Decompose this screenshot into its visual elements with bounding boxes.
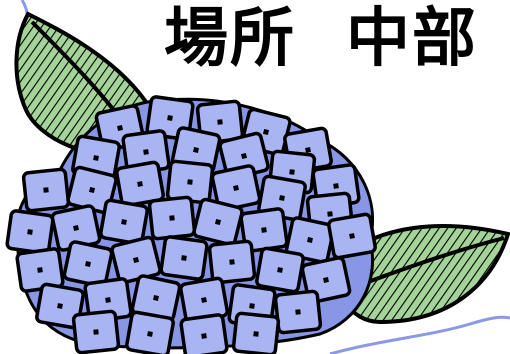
petal-icon xyxy=(35,282,85,330)
petal-group xyxy=(5,95,377,354)
petal-icon xyxy=(115,160,165,208)
petal-icon xyxy=(273,289,323,335)
headline-text: 場所中部 xyxy=(164,0,510,78)
petal-icon xyxy=(21,167,71,213)
petal-icon xyxy=(179,313,229,354)
petal-icon xyxy=(147,195,197,241)
petal-icon xyxy=(5,209,55,255)
petal-icon xyxy=(231,311,281,354)
squiggle-line-bottom xyxy=(329,315,510,354)
headline-value: 中部 xyxy=(346,2,478,76)
petal-icon xyxy=(71,309,121,354)
headline-label: 場所 xyxy=(164,2,296,76)
petal-icon xyxy=(327,212,377,260)
petal-icon xyxy=(159,235,209,281)
petal-icon xyxy=(99,198,149,246)
petal-icon xyxy=(125,310,175,354)
petal-icon xyxy=(207,239,257,285)
petal-icon xyxy=(255,246,305,294)
petal-icon xyxy=(192,197,244,247)
petal-icon xyxy=(62,240,114,288)
